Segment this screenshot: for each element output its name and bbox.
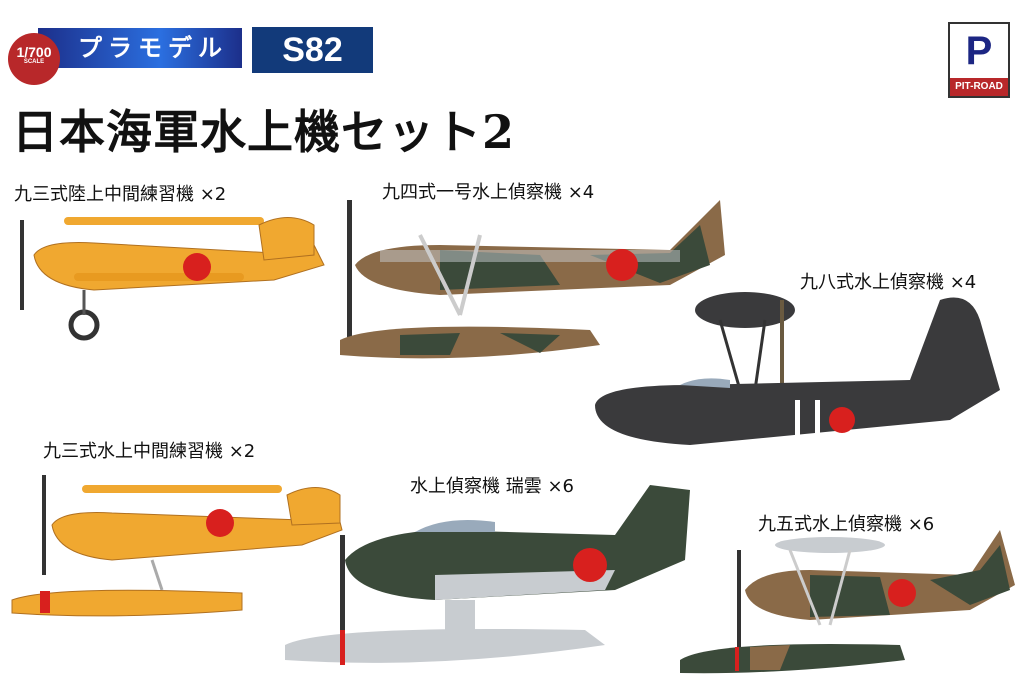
aircraft-illustration-type95: [680, 530, 1015, 674]
aircraft-illustration-zuiun: [285, 485, 690, 665]
aircraft-illustration-type93-float: [11, 475, 343, 617]
aircraft-label: 九八式水上偵察機 ×4: [800, 272, 977, 293]
aircraft-label: 九三式水上中間練習機 ×2: [43, 441, 256, 462]
aircraft-illustration-type94: [340, 200, 725, 359]
kit-number: S82: [252, 27, 373, 73]
scale-badge: 1/700 SCALE: [8, 33, 60, 85]
aircraft-illustration-type93-land: [20, 217, 325, 341]
pit-road-logo: P PIT-ROAD: [948, 22, 1010, 98]
product-title: 日本海軍水上機セット2: [12, 105, 516, 159]
aircraft-label: 九四式一号水上偵察機 ×4: [382, 182, 595, 203]
aircraft-label: 水上偵察機 瑞雲 ×6: [410, 476, 574, 497]
kit-type-banner: プラモデル: [38, 28, 242, 68]
aircraft-label: 九三式陸上中間練習機 ×2: [14, 184, 227, 205]
aircraft-label: 九五式水上偵察機 ×6: [758, 514, 935, 535]
aircraft-illustration-type98: [595, 292, 1000, 445]
